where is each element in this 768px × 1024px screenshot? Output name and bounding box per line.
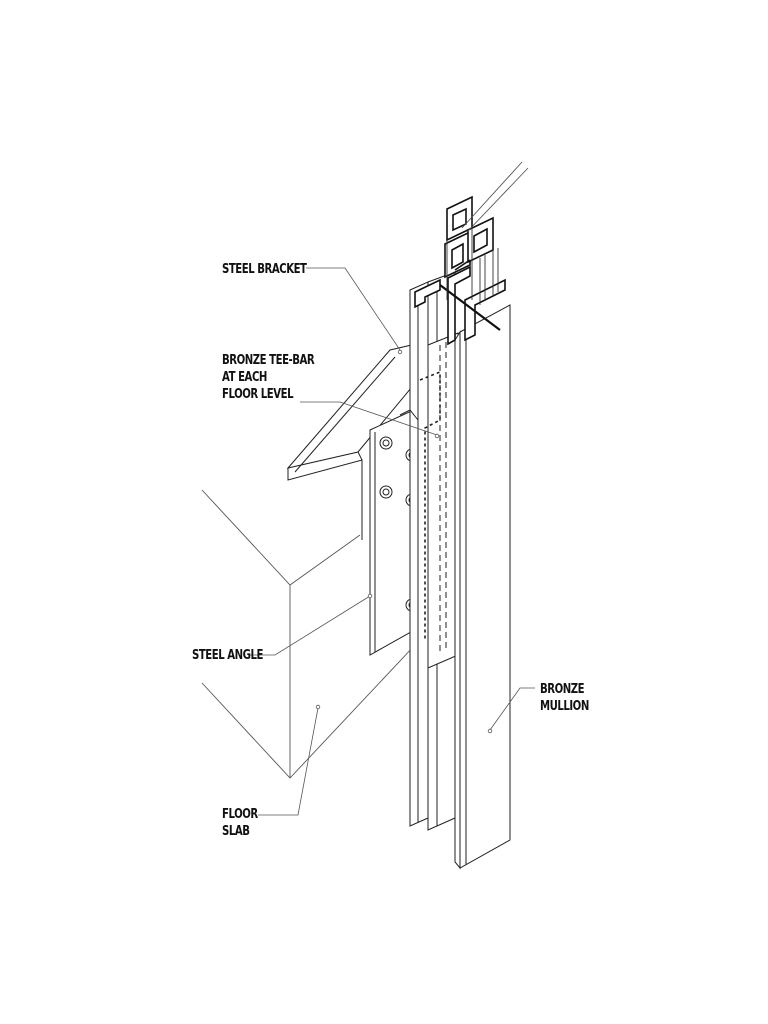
- label-line: AT EACH: [222, 370, 267, 385]
- label-line: FLOOR LEVEL: [222, 387, 294, 402]
- label-steel-bracket: STEEL BRACKET: [222, 261, 307, 278]
- glazing-lines: [461, 161, 529, 233]
- label-line: BRONZE: [540, 682, 585, 697]
- label-line: SLAB: [222, 824, 250, 839]
- bronze-tee-bar: [399, 332, 459, 669]
- floor-slab: [201, 489, 416, 779]
- label-line: STEEL ANGLE: [192, 648, 263, 663]
- bolt-hole: [382, 488, 390, 496]
- label-floor-slab: FLOOR SLAB: [222, 806, 258, 840]
- label-line: BRONZE TEE-BAR: [222, 353, 315, 368]
- bolt-hole: [382, 439, 390, 447]
- label-bronze-tee-bar: BRONZE TEE-BAR AT EACH FLOOR LEVEL: [222, 352, 315, 403]
- leader-lines: [250, 267, 535, 816]
- mullion-profile-section: [414, 195, 506, 346]
- profile-extrusion-lines: [446, 228, 499, 305]
- label-line: STEEL BRACKET: [222, 262, 307, 277]
- label-line: MULLION: [540, 699, 589, 714]
- label-bronze-mullion: BRONZE MULLION: [540, 681, 589, 715]
- label-steel-angle: STEEL ANGLE: [192, 647, 263, 664]
- label-line: FLOOR: [222, 807, 258, 822]
- bronze-mullion: [454, 304, 511, 870]
